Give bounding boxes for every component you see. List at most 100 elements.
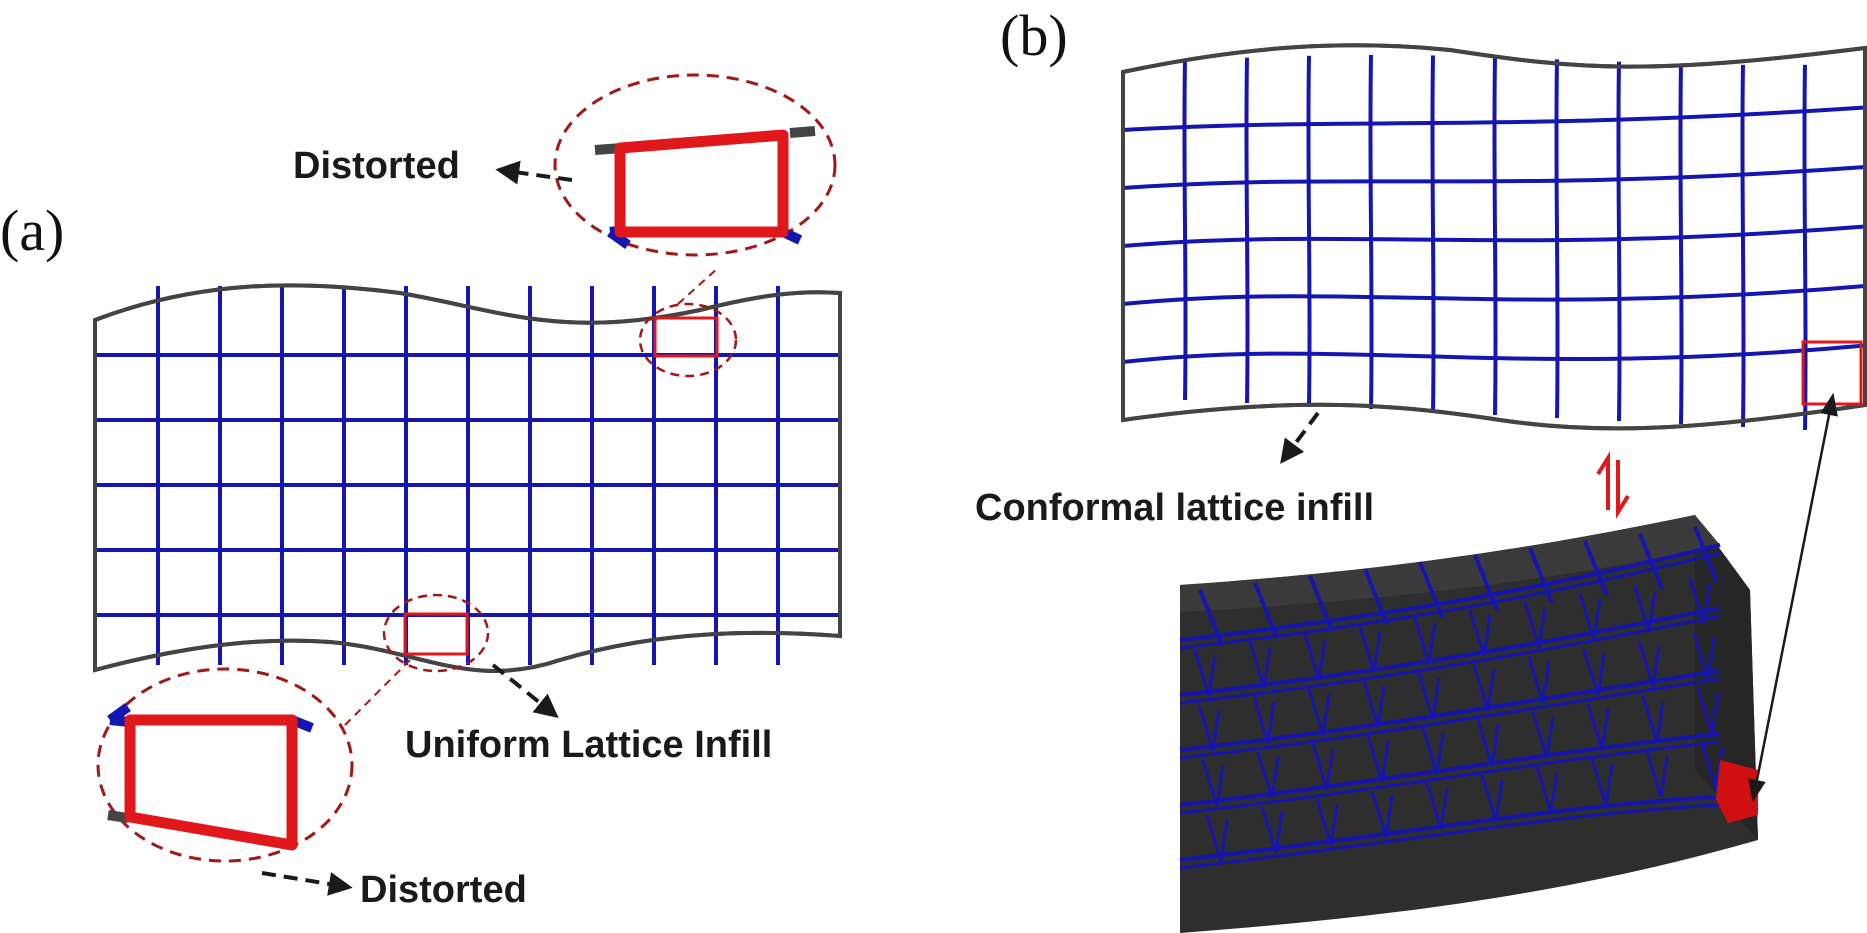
lattice-strut xyxy=(1179,795,1721,862)
label-distorted-bottom: Distorted xyxy=(360,869,527,911)
lattice-strut xyxy=(1179,543,1721,642)
lattice-strut xyxy=(1714,747,1724,790)
lattice-strut xyxy=(1198,589,1224,646)
lattice-strut xyxy=(1492,56,1498,416)
lattice-strut xyxy=(1590,758,1608,806)
lattice-strut xyxy=(1370,790,1388,838)
panel-b-conformal-lattice: Conformal lattice infill xyxy=(975,43,1867,933)
lattice-strut xyxy=(1253,582,1279,639)
lattice-strut xyxy=(1578,593,1596,641)
lattice-strut xyxy=(1655,700,1665,743)
lattice-strut xyxy=(1431,677,1441,720)
lattice-strut xyxy=(1358,625,1376,673)
zoom-bubble-top xyxy=(553,73,837,257)
arrow-distorted-top xyxy=(495,160,573,185)
lattice-strut xyxy=(1545,716,1555,759)
arrow-conformal xyxy=(1280,411,1320,464)
lattice-strut xyxy=(1637,640,1655,688)
zoom-ring-small-bottom xyxy=(382,593,490,673)
lattice-strut xyxy=(1248,641,1266,689)
highlight-cell-bottom xyxy=(403,612,469,656)
lattice-strut xyxy=(1659,755,1669,798)
arrow-uniform xyxy=(491,663,559,719)
lattice-strut xyxy=(1583,540,1609,597)
lattice-strut xyxy=(1179,606,1721,697)
lattice-strut xyxy=(1317,638,1327,681)
lattice-strut xyxy=(1802,64,1808,431)
lattice-strut xyxy=(1425,782,1443,830)
lattice-strut xyxy=(1527,656,1545,704)
lattice-strut xyxy=(1638,533,1664,590)
lattice-strut xyxy=(1321,693,1331,736)
lattice-strut xyxy=(1376,685,1386,728)
panel-a-uniform-lattice: Distorted Uniform Lattice Infill Distort… xyxy=(93,73,842,911)
lattice-strut xyxy=(1531,711,1549,759)
lattice-strut xyxy=(1582,648,1600,696)
lattice-strut xyxy=(1266,701,1276,744)
lattice-strut xyxy=(1549,771,1559,814)
lattice-strut xyxy=(1201,759,1219,807)
lattice-strut xyxy=(1523,601,1541,649)
lattice-strut xyxy=(1678,63,1684,425)
lattice-strut xyxy=(1486,669,1496,712)
lattice-strut xyxy=(1315,798,1333,846)
lattice-strut xyxy=(1122,105,1866,132)
lattice-strut xyxy=(1482,614,1492,657)
panel-b-outline-stroke xyxy=(1121,43,1867,431)
lattice-strut xyxy=(1592,598,1602,641)
lattice-strut xyxy=(1256,751,1274,799)
lattice-strut xyxy=(1244,57,1250,404)
lattice-strut xyxy=(1274,811,1284,854)
lattice-strut xyxy=(1604,763,1614,806)
lattice-strut xyxy=(1596,653,1606,696)
lattice-strut xyxy=(1692,632,1710,680)
lattice-strut xyxy=(1307,688,1325,736)
zoom-connector-top xyxy=(677,267,719,305)
lattice-strut xyxy=(1706,637,1716,680)
panel-label-b: (b) xyxy=(1000,3,1068,68)
lattice-strut xyxy=(1554,59,1560,419)
lattice-strut xyxy=(1535,766,1553,814)
lattice-strut xyxy=(1740,64,1746,428)
lattice-strut xyxy=(1468,609,1486,657)
lattice-strut xyxy=(1262,646,1272,689)
zoom-ring-small-top xyxy=(638,302,738,378)
solid-3d-lattice xyxy=(1179,526,1724,870)
lattice-strut xyxy=(1413,617,1431,665)
lattice-strut xyxy=(1179,732,1721,807)
lattice-strut xyxy=(1430,55,1436,413)
label-conformal-lattice: Conformal lattice infill xyxy=(975,487,1374,529)
arrow-distorted-bottom xyxy=(261,871,353,896)
lattice-strut xyxy=(1179,803,1721,870)
lattice-strut xyxy=(1380,740,1390,783)
lattice-strut xyxy=(1528,547,1554,604)
lattice-strut xyxy=(1537,606,1547,649)
lattice-strut xyxy=(1197,704,1215,752)
lattice-strut xyxy=(1616,61,1622,422)
lattice-strut xyxy=(1435,732,1445,775)
lattice-strut xyxy=(1329,803,1339,846)
label-uniform-lattice: Uniform Lattice Infill xyxy=(405,724,772,766)
lattice-strut xyxy=(1182,59,1188,401)
lattice-strut xyxy=(1439,787,1449,830)
lattice-strut xyxy=(1693,526,1719,583)
lattice-strut xyxy=(1205,814,1223,862)
lattice-strut xyxy=(1645,750,1663,798)
lattice-strut xyxy=(1122,165,1866,190)
lattice-strut xyxy=(1427,622,1437,665)
lattice-strut xyxy=(1311,743,1329,791)
lattice-strut xyxy=(1122,343,1866,364)
lattice-strut xyxy=(1193,649,1211,697)
lattice-strut xyxy=(1586,703,1604,751)
lattice-strut xyxy=(1122,284,1866,306)
lattice-strut xyxy=(1207,654,1217,697)
swap-arrows-icon xyxy=(1596,451,1630,519)
lattice-strut xyxy=(1490,724,1500,767)
lattice-strut xyxy=(1325,748,1335,791)
lattice-strut xyxy=(1215,764,1225,807)
zoom-bubble-bottom xyxy=(96,667,354,863)
lattice-strut xyxy=(1476,719,1494,767)
lattice-strut xyxy=(1702,582,1712,625)
lattice-strut xyxy=(1600,708,1610,751)
